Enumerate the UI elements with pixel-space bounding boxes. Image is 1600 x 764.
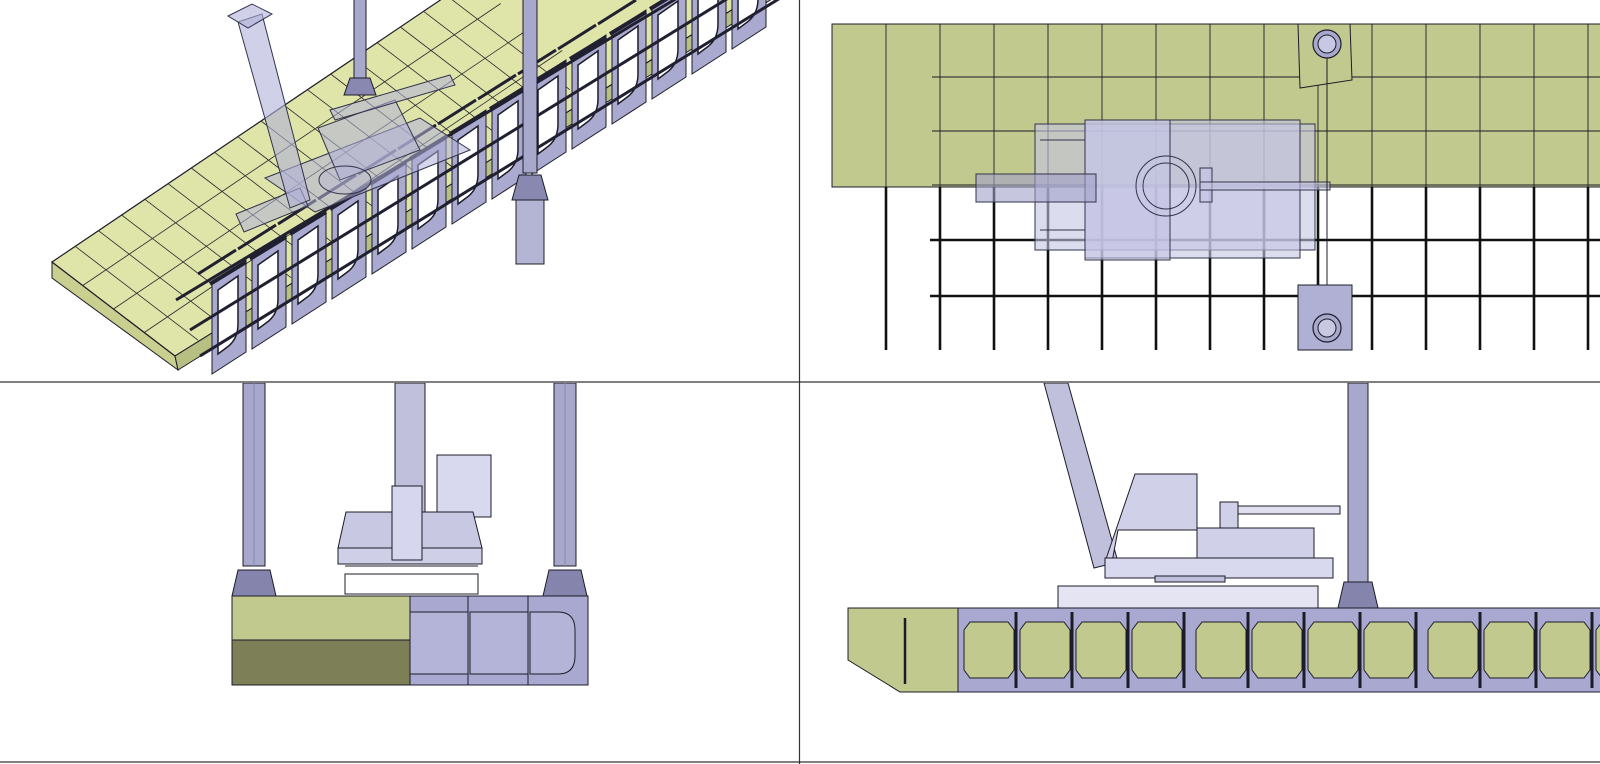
crane-side: [1057, 473, 1341, 609]
crane-boom-icon: [226, 3, 311, 209]
crane-body: [235, 74, 472, 233]
winch-icon: [1297, 23, 1353, 351]
crane-front: [337, 383, 492, 595]
viewport-front[interactable]: [0, 383, 798, 764]
hull-section: [231, 595, 589, 686]
spud-leg-icon: [231, 383, 588, 597]
hull-side: [847, 607, 1600, 693]
hull-frames: [175, 0, 780, 375]
viewport-top[interactable]: [801, 0, 1600, 381]
crane-plan: [975, 119, 1331, 261]
viewport-side[interactable]: [801, 383, 1600, 764]
spud-leg-icon: [343, 0, 549, 265]
viewport-isometric[interactable]: [0, 0, 798, 381]
plan-bars: [1040, 139, 1085, 231]
